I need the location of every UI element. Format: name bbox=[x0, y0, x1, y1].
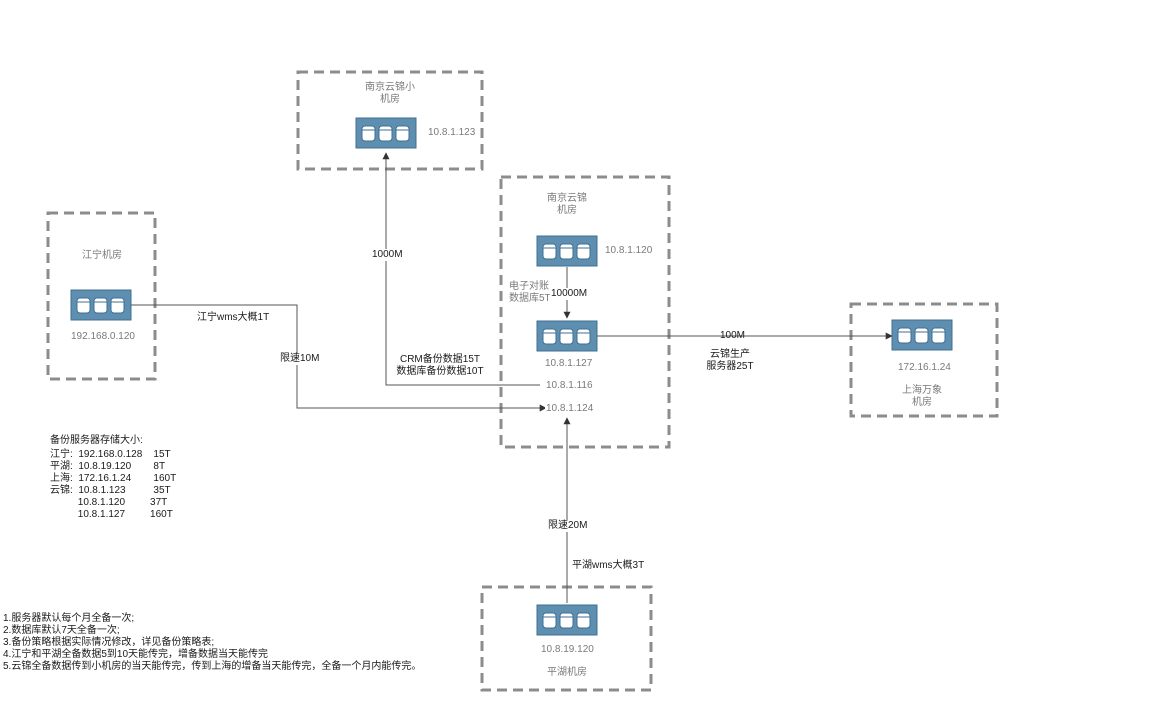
small-server-ip: 10.8.1.123 bbox=[428, 127, 476, 138]
yunjin-server-127-ip: 10.8.1.127 bbox=[545, 358, 593, 369]
server-icon-jiangning bbox=[70, 289, 132, 321]
small-link-bandwidth: 1000M bbox=[371, 249, 404, 261]
storage-row: 云锦: 10.8.1.123 35T bbox=[50, 485, 171, 496]
yunjin-side-label-line2: 数据库5T bbox=[509, 293, 551, 304]
jiangning-room-name: 江宁机房 bbox=[82, 250, 122, 261]
yunjin-side-label: 电子对账 数据库5T bbox=[509, 281, 551, 305]
shanghai-link-desc-line1: 云锦生产 bbox=[710, 349, 750, 360]
pinghu-room-name: 平湖机房 bbox=[547, 667, 587, 678]
room-box-jiangning bbox=[46, 211, 157, 381]
yunjin-ip-124: 10.8.1.124 bbox=[545, 403, 595, 415]
shanghai-room-name-line2: 机房 bbox=[912, 397, 932, 408]
small-room-name-line1: 南京云锦小 bbox=[365, 82, 415, 93]
notes-list: 1.服务器默认每个月全备一次; 2.数据库默认7天全备一次; 3.备份策略根据实… bbox=[3, 613, 421, 673]
shanghai-link-desc: 云锦生产 服务器25T bbox=[700, 349, 760, 373]
jiangning-link-limit: 限速10M bbox=[279, 353, 321, 365]
shanghai-room-name: 上海万象 机房 bbox=[890, 385, 954, 409]
storage-row: 上海: 172.16.1.24 160T bbox=[50, 473, 177, 484]
server-icon-shanghai bbox=[891, 319, 953, 351]
crm-backup-line1: CRM备份数据15T bbox=[399, 354, 480, 365]
note-item: 5.云锦全备数据传到小机房的当天能传完，传到上海的增备当天能传完，全备一个月内能… bbox=[3, 661, 422, 672]
crm-backup-label: CRM备份数据15T 数据库备份数据10T bbox=[390, 354, 490, 378]
yunjin-server-120-ip: 10.8.1.120 bbox=[605, 245, 653, 256]
jiangning-link-desc: 江宁wms大概1T bbox=[197, 312, 270, 323]
small-room-name-line2: 机房 bbox=[380, 94, 400, 105]
yunjin-room-name: 南京云锦 机房 bbox=[532, 193, 602, 217]
server-icon-yunjin-127 bbox=[536, 320, 598, 352]
shanghai-link-bandwidth: 100M bbox=[720, 330, 746, 341]
server-icon-pinghu bbox=[536, 604, 598, 636]
storage-row: 10.8.1.127 160T bbox=[50, 509, 173, 520]
yunjin-side-label-line1: 电子对账 bbox=[509, 281, 549, 292]
note-item: 1.服务器默认每个月全备一次; bbox=[3, 613, 135, 624]
server-icon-small bbox=[355, 117, 417, 149]
jiangning-server-ip: 192.168.0.120 bbox=[71, 331, 135, 342]
yunjin-room-name-line1: 南京云锦 bbox=[547, 193, 587, 204]
room-box-yunjin bbox=[499, 175, 671, 449]
small-room-name: 南京云锦小 机房 bbox=[355, 82, 425, 106]
note-item: 2.数据库默认7天全备一次; bbox=[3, 625, 120, 636]
server-icon-yunjin-120 bbox=[536, 235, 598, 267]
yunjin-room-name-line2: 机房 bbox=[557, 205, 577, 216]
storage-row: 江宁: 192.168.0.128 15T bbox=[50, 449, 171, 460]
storage-row: 平湖: 10.8.19.120 8T bbox=[50, 461, 166, 472]
link-yunjin-to-small bbox=[382, 152, 540, 386]
room-box-small bbox=[296, 70, 484, 171]
note-item: 4.江宁和平湖全备数据5到10天能传完，增备数据当天能传完 bbox=[3, 649, 269, 660]
pinghu-link-limit: 限速20M bbox=[547, 520, 589, 532]
storage-row: 10.8.1.120 37T bbox=[50, 497, 168, 508]
crm-backup-line2: 数据库备份数据10T bbox=[396, 366, 484, 377]
shanghai-link-desc-line2: 服务器25T bbox=[706, 361, 754, 372]
yunjin-ip-116: 10.8.1.116 bbox=[545, 380, 594, 392]
pinghu-link-desc: 平湖wms大概3T bbox=[571, 560, 646, 572]
shanghai-server-ip: 172.16.1.24 bbox=[898, 362, 951, 373]
pinghu-server-ip: 10.8.19.120 bbox=[541, 644, 594, 655]
room-box-shanghai bbox=[849, 302, 999, 418]
storage-title: 备份服务器存储大小: bbox=[50, 435, 143, 446]
note-item: 3.备份策略根据实际情况修改，详见备份策略表; bbox=[3, 637, 215, 648]
internal-bandwidth: 10000M bbox=[550, 288, 589, 300]
storage-list: 江宁: 192.168.0.128 15T 平湖: 10.8.19.120 8T… bbox=[50, 449, 176, 521]
shanghai-room-name-line1: 上海万象 bbox=[902, 385, 942, 396]
